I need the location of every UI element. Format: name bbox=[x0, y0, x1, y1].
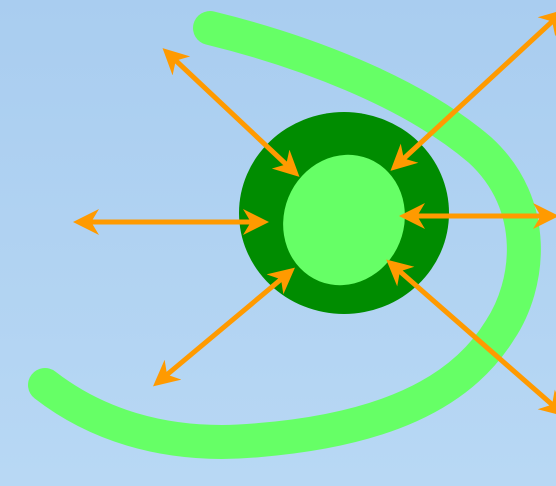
diagram-svg bbox=[0, 0, 556, 486]
diagram-canvas bbox=[0, 0, 556, 486]
